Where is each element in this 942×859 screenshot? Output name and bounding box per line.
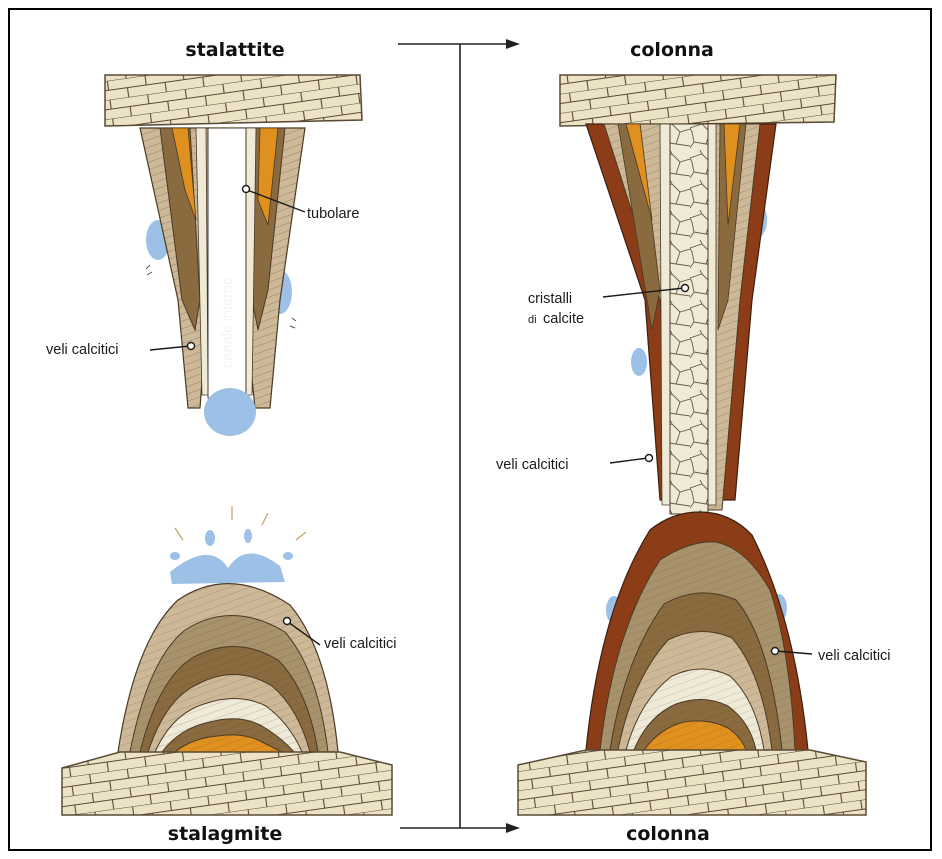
stalattite-figure (105, 75, 362, 436)
arrow-head-top (506, 39, 520, 49)
transition-arrows (398, 44, 512, 828)
label-calcite: calcite (543, 311, 584, 327)
title-stalagmite: stalagmite (168, 823, 282, 845)
label-veli-stalagmite: veli calcitici (324, 636, 397, 652)
label-veli-colonna-lower: veli calcitici (818, 648, 891, 664)
title-stalattite: stalattite (185, 39, 284, 61)
title-colonna-top: colonna (630, 39, 714, 61)
colonna-figure (518, 75, 866, 815)
stalagmite-figure (62, 506, 392, 815)
title-colonna-bottom: colonna (626, 823, 710, 845)
label-cristalli: cristalli (528, 291, 572, 307)
label-veli-stalattite: veli calcitici (46, 342, 119, 358)
label-tubolare: tubolare (307, 206, 359, 222)
arrow-head-bottom (506, 823, 520, 833)
label-canale-interno: canale interno (220, 277, 236, 368)
label-di: di (528, 314, 537, 326)
label-veli-colonna-upper: veli calcitici (496, 457, 569, 473)
